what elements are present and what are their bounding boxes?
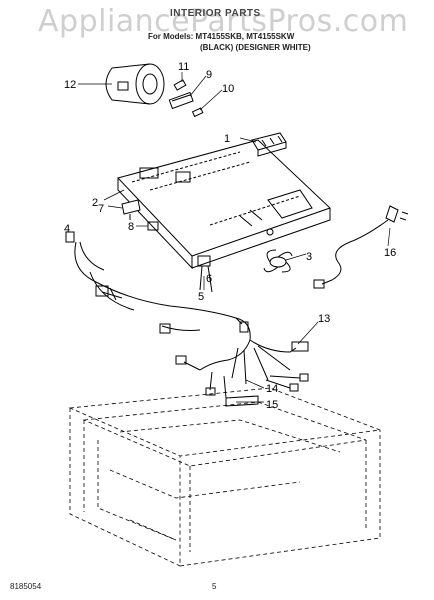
leader-lines — [78, 72, 391, 403]
part-10-clip — [191, 107, 204, 118]
callout-10: 10 — [222, 83, 234, 95]
part-11-fuse — [173, 79, 187, 91]
callout-5: 5 — [198, 291, 204, 303]
document-code: 8185054 — [10, 582, 42, 591]
oven-cavity-outline — [68, 387, 381, 567]
model-numbers: For Models: MT4155SKB, MT4155SKW — [148, 32, 295, 41]
page-number: 5 — [212, 582, 217, 591]
callout-9: 9 — [206, 69, 212, 81]
finish-legend: (BLACK) (DESIGNER WHITE) — [200, 43, 311, 52]
callout-11: 11 — [178, 61, 189, 73]
diagram-title: INTERIOR PARTS — [170, 8, 261, 19]
part-1-terminal-block — [251, 132, 287, 157]
part-9-relay — [168, 91, 194, 110]
callout-12: 12 — [64, 79, 76, 91]
part-16-power-cord — [313, 205, 409, 289]
callout-8: 8 — [128, 221, 134, 233]
callout-15: 15 — [266, 399, 278, 411]
callout-4: 4 — [64, 223, 70, 235]
callout-13: 13 — [318, 313, 330, 325]
callout-6: 6 — [206, 273, 212, 285]
callout-14: 14 — [266, 383, 278, 395]
part-5-connector — [197, 255, 213, 293]
part-12-blower-motor — [105, 63, 165, 105]
callout-2: 2 — [92, 197, 98, 209]
callout-1: 1 — [224, 133, 230, 145]
callout-16: 16 — [384, 247, 396, 259]
part-4-wire-harness — [65, 231, 309, 407]
part-2-base-tray — [117, 139, 331, 270]
part-7-lamp-socket — [121, 199, 141, 220]
part-3-fan-blade — [263, 249, 293, 273]
callout-numbers: 1 2 3 4 5 6 7 8 9 10 11 12 13 14 15 16 — [64, 61, 396, 411]
callout-7: 7 — [98, 203, 104, 215]
callout-3: 3 — [306, 251, 312, 263]
